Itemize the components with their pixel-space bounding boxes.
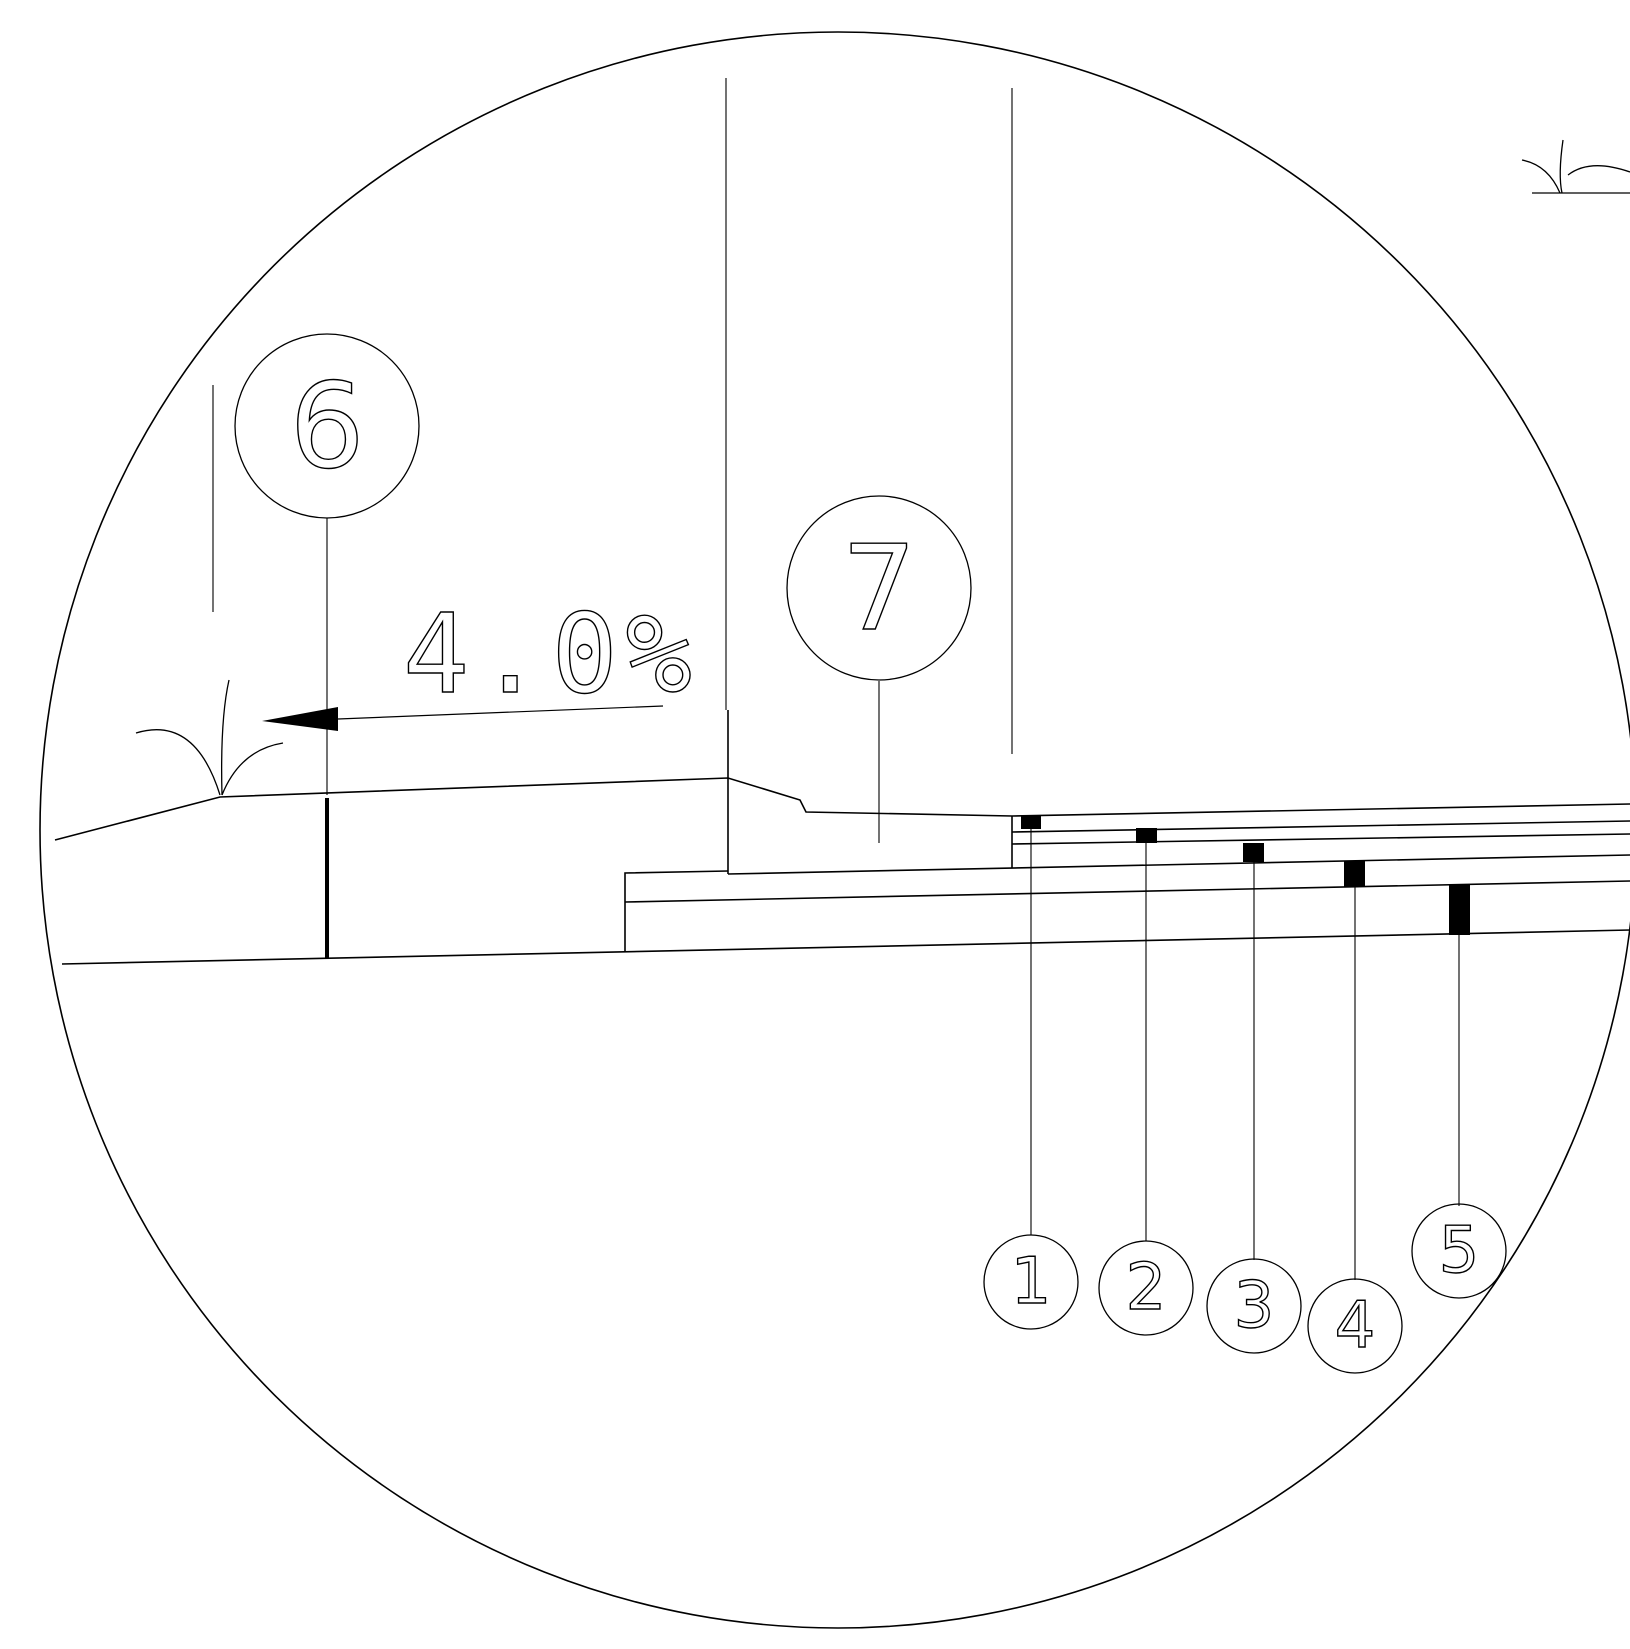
grass-symbol-left [135,679,284,796]
callout-6-label: 6 [289,357,364,495]
callout-2: 2 [1098,1240,1194,1336]
road-section [54,710,1630,965]
callout-1: 1 [983,1234,1079,1330]
callout-3: 3 [1206,1258,1302,1354]
callout-2-label: 2 [1126,1251,1167,1325]
grass-symbol-top-right [1521,139,1630,194]
callout-1-label: 1 [1011,1245,1052,1319]
detail-boundary-circle [39,31,1630,1629]
callout-3-label: 3 [1234,1269,1275,1343]
callout-4: 4 [1307,1278,1403,1374]
callout-5-label: 5 [1439,1214,1480,1288]
slope-label: 4.0% [403,590,700,718]
callout-4-label: 4 [1335,1289,1376,1363]
slope-arrow [262,705,664,731]
callout-7: 7 [786,495,972,681]
callout-6: 6 [234,333,420,519]
layer-markers [1021,816,1470,935]
callout-7-label: 7 [841,519,916,657]
callout-5: 5 [1411,1203,1507,1299]
leader-lines [212,78,1460,1280]
